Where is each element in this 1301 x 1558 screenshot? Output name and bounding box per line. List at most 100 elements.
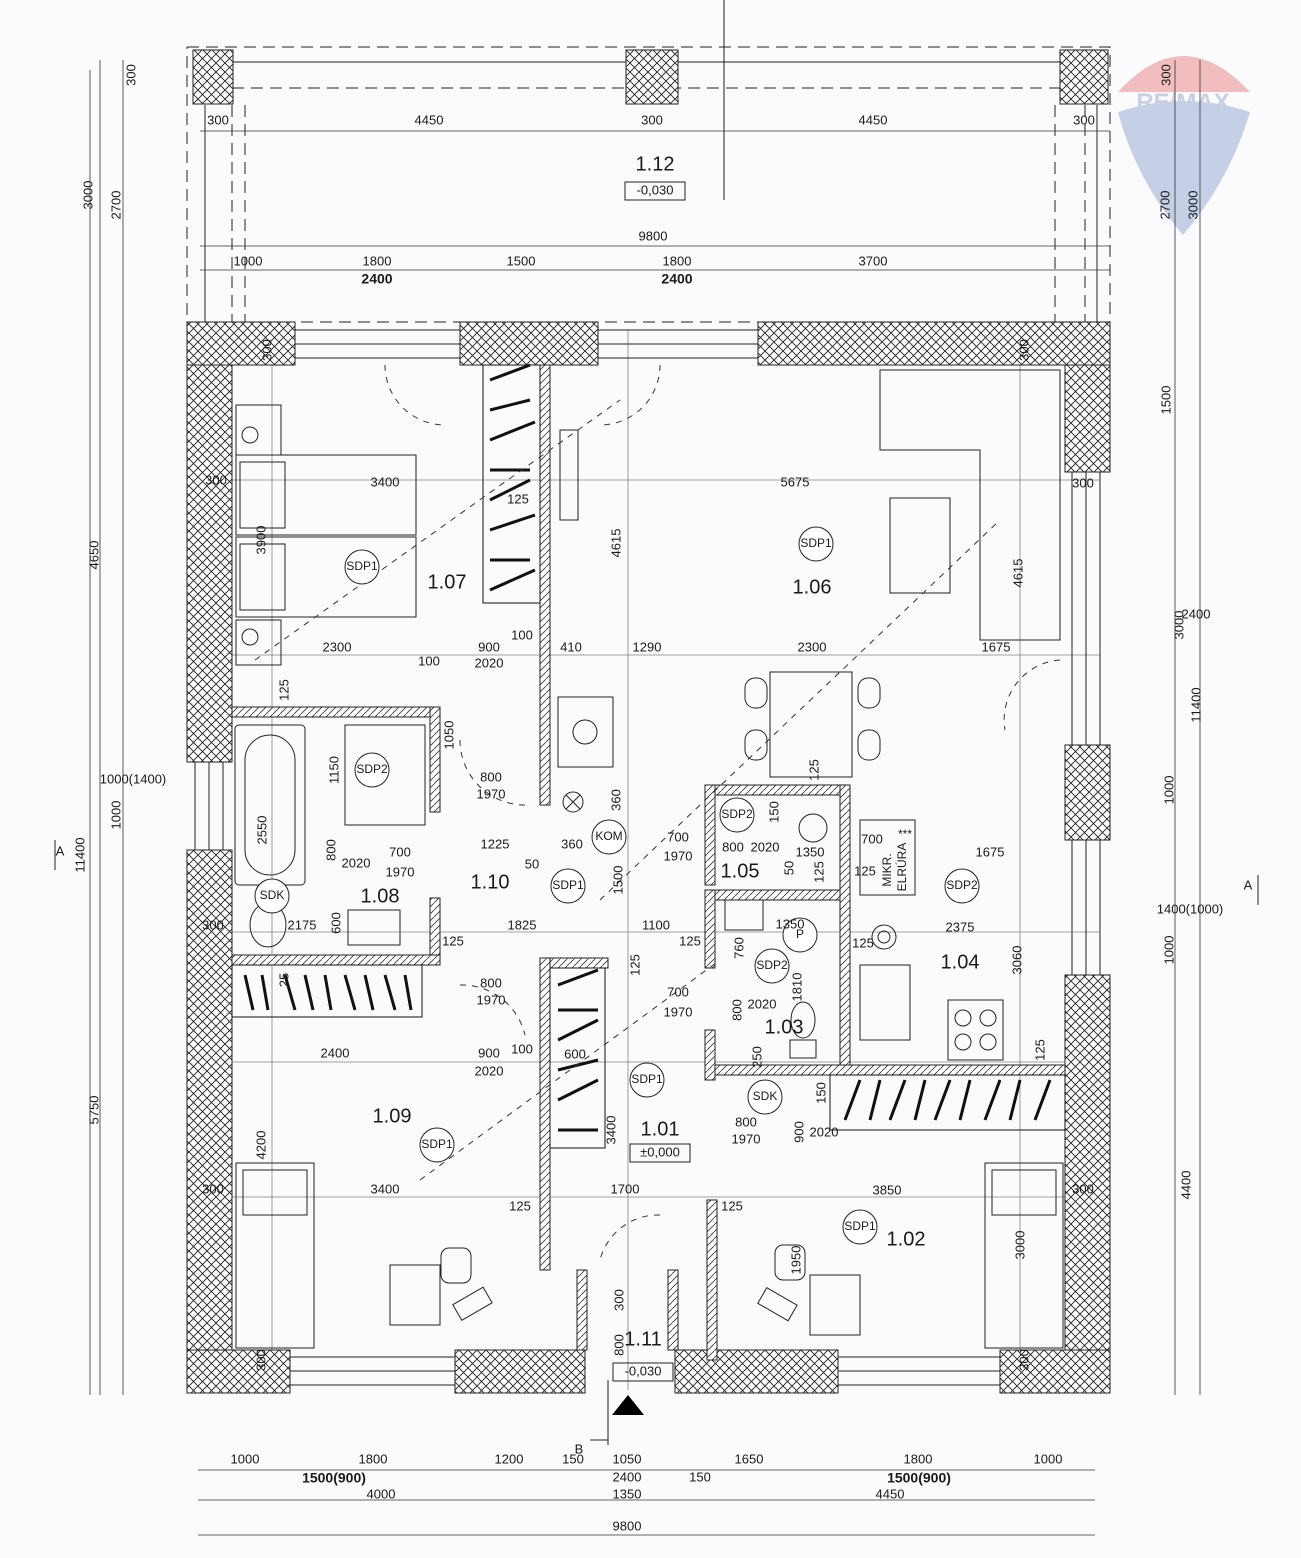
dimension-label-interior: 1050: [441, 721, 456, 750]
section-mark-label: A: [1244, 877, 1253, 892]
exterior-walls: [186, 321, 1111, 1394]
dimension-label-interior: 125: [1032, 1039, 1047, 1061]
finish-tag-circle: [591, 819, 627, 855]
dimension-label-interior: 1970: [664, 848, 693, 863]
dimension-label-top: 4450: [859, 112, 888, 127]
dimension-label-interior: 5675: [781, 474, 810, 489]
dimension-label-top: 300: [1073, 112, 1095, 127]
dimension-label-interior: 300: [1072, 1181, 1094, 1196]
dimension-label-right: 2400: [1182, 606, 1211, 621]
dimension-label-top: 3700: [859, 253, 888, 268]
dimension-label-interior: 3850: [873, 1182, 902, 1197]
dimension-label-interior: 2300: [798, 639, 827, 654]
dimension-label-interior: 600: [564, 1046, 586, 1061]
dimension-label-interior: 360: [561, 836, 583, 851]
dimension-label-interior: 1290: [633, 639, 662, 654]
dimension-label-bottom: 1500(900): [302, 1470, 366, 1486]
finish-tag-circle: [254, 878, 290, 914]
door-swings: [254, 364, 1061, 1261]
room-number-label: 1.05: [721, 860, 760, 882]
room-number-label: 1.11: [624, 1328, 661, 1350]
dimension-label-interior: 4615: [608, 529, 623, 558]
dimension-label-interior: 410: [560, 639, 582, 654]
dimension-label-top: 9800: [639, 228, 668, 243]
finish-tag-circle: [354, 752, 390, 788]
dimension-label-interior: 300: [205, 472, 227, 487]
dimension-label-left: 1000: [108, 801, 123, 830]
dimension-label-interior: 125: [854, 863, 876, 878]
dimension-label-left: 3000: [80, 181, 95, 210]
finish-tag-label: SDP1: [552, 878, 584, 892]
dimension-label-interior: 800: [722, 839, 744, 854]
room-number-label: 1.10: [471, 871, 510, 893]
dimension-label-interior: 300: [1072, 475, 1094, 490]
windows: [194, 329, 1101, 1386]
finish-tag-label: SDP1: [421, 1137, 453, 1151]
dimension-label-interior: 1700: [611, 1181, 640, 1196]
elevation-label: -0,030: [625, 1363, 662, 1378]
finish-tag-circle: [719, 797, 755, 833]
dimension-label-bottom: 2400: [613, 1469, 642, 1484]
elevation-box: [629, 1143, 691, 1163]
dimension-label-right: 300: [1158, 64, 1173, 86]
room-number-label: 1.01: [641, 1118, 680, 1140]
dimension-label-interior: 300: [202, 917, 224, 932]
dimension-label-interior: 100: [511, 627, 533, 642]
elevation-box: [624, 181, 686, 201]
dimension-label-interior: 3900: [253, 526, 268, 555]
microwave-label: MIKR.: [880, 853, 894, 886]
dimension-label-interior: 2375: [946, 919, 975, 934]
room-number-label: 1.03: [765, 1016, 804, 1038]
finish-tag-circle: [798, 526, 834, 562]
dimension-label-interior: 1350: [796, 844, 825, 859]
dimension-label-bottom: 1200: [495, 1451, 524, 1466]
room-number-label: 1.06: [793, 576, 832, 598]
dimension-label-interior: 25: [276, 973, 291, 987]
finish-tag-label: SDP1: [631, 1072, 663, 1086]
dimension-label-interior: 125: [811, 861, 826, 883]
finish-tag-circle: [629, 1062, 665, 1098]
dimension-label-interior: 125: [852, 935, 874, 950]
section-mark-label: B: [575, 1441, 584, 1456]
dimension-label-right: 1400(1000): [1157, 901, 1224, 916]
finish-tag-label: SDP1: [844, 1219, 876, 1233]
dimension-label-interior: 2300: [323, 639, 352, 654]
dimension-label-interior: 700: [389, 844, 411, 859]
room-number-label: 1.04: [941, 951, 980, 973]
room-number-label: 1.09: [373, 1105, 412, 1127]
dimension-label-interior: 800: [735, 1114, 757, 1129]
dimension-label-bottom: 4450: [876, 1486, 905, 1501]
dimension-label-interior: 3400: [371, 1181, 400, 1196]
appliance-marker-label: ***: [898, 827, 912, 841]
dimension-label-bottom: 1000: [231, 1451, 260, 1466]
dimension-label-interior: 4200: [253, 1131, 268, 1160]
dimension-label-bottom: 4000: [367, 1486, 396, 1501]
dimension-label-top: 1800: [363, 253, 392, 268]
dimension-label-interior: 1150: [326, 756, 341, 784]
dimension-label-bottom: 1050: [613, 1451, 642, 1466]
finish-tag-label: SDP2: [756, 958, 788, 972]
finish-tag-label: SDK: [753, 1089, 778, 1103]
dimension-label-interior: 125: [806, 759, 821, 781]
dimension-label-interior: 50: [781, 861, 796, 875]
dimension-label-interior: 300: [202, 1181, 224, 1196]
dimension-label-interior: 1500: [610, 866, 625, 895]
dimension-label-interior: 300: [1016, 339, 1031, 361]
dimension-label-interior: 3400: [603, 1116, 618, 1145]
remax-logo: RE/MAX: [1118, 56, 1250, 235]
dimension-label-interior: 800: [480, 975, 502, 990]
dimension-label-interior: 1810: [789, 973, 804, 1002]
dimension-label-bottom: 1800: [359, 1451, 388, 1466]
dimension-label-interior: 2175: [288, 917, 317, 932]
dimension-label-interior: 600: [328, 912, 343, 934]
dimension-label-interior: 1350: [776, 916, 805, 931]
dimension-label-interior: 700: [667, 984, 689, 999]
dimension-label-top: 2400: [661, 271, 692, 287]
finish-tag-label: SDP1: [800, 536, 832, 550]
finish-tag-label: SDP2: [356, 762, 388, 776]
finish-tag-circle: [419, 1127, 455, 1163]
dimension-label-interior: 300: [253, 1349, 268, 1371]
oven-label: ELRÚRA: [894, 843, 909, 892]
